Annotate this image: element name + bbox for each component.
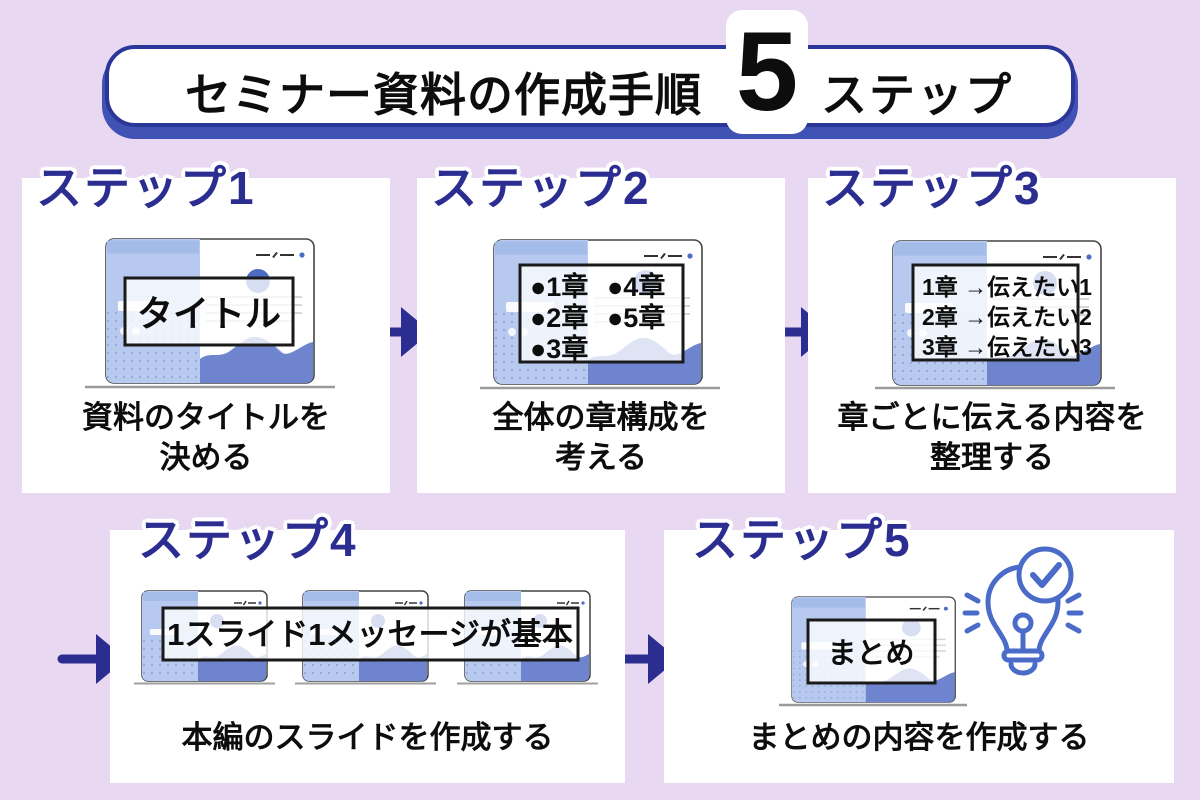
step-card-1: ステップ1 タイトル 資料のタイトルを 決める xyxy=(22,162,390,493)
slide-text-box xyxy=(518,263,685,364)
svg-text:1章 →伝えたい1: 1章 →伝えたい1 xyxy=(922,274,1092,300)
svg-text:●5章: ●5章 xyxy=(607,302,665,333)
svg-text:●4章: ●4章 xyxy=(607,271,665,302)
step-3-label: ステップ3 xyxy=(822,162,1042,214)
step-2-caption: 全体の章構成を 考える xyxy=(492,400,710,476)
step-card-2: ステップ2 ●1章 ●2章 ●3章 ●4章 ●5章 全体の章構成を 考える xyxy=(417,162,785,493)
slide-summary-illustration: まとめ xyxy=(779,546,1084,707)
header-banner: セミナー資料の作成手順 5 ステップ xyxy=(105,10,1075,134)
header-suffix: ステップ xyxy=(821,69,1013,121)
slides-row-illustration: 1スライド1メッセージが基本 xyxy=(133,590,599,685)
slide-mapping-illustration: 1章 →伝えたい1 2章 →伝えたい2 3章 →伝えたい3 xyxy=(875,240,1115,390)
slide-text-box xyxy=(911,263,1080,362)
slide-title-illustration: タイトル xyxy=(85,238,335,389)
step-4-caption: 本編のスライドを作成する xyxy=(181,720,554,755)
step-card-4: ステップ4 1スライド1メッセージが基本 本編のスライドを作成する xyxy=(110,514,625,783)
slide-text: まとめ xyxy=(827,638,914,670)
svg-text:●3章: ●3章 xyxy=(530,333,588,364)
header-title: セミナー資料の作成手順 xyxy=(185,69,702,121)
step-5-label: ステップ5 xyxy=(692,514,912,566)
svg-text:2章 →伝えたい2: 2章 →伝えたい2 xyxy=(922,304,1092,330)
step-card-3: ステップ3 1章 →伝えたい1 2章 →伝えたい2 3章 →伝えたい3 章ごとに… xyxy=(808,162,1176,493)
svg-text:●1章: ●1章 xyxy=(530,271,588,302)
slide-chapters-illustration: ●1章 ●2章 ●3章 ●4章 ●5章 xyxy=(480,239,720,390)
step-1-label: ステップ1 xyxy=(36,162,256,214)
slide-text-box xyxy=(806,618,937,685)
step-4-label: ステップ4 xyxy=(138,514,358,566)
slide-text: 1スライド1メッセージが基本 xyxy=(167,617,573,652)
step-5-caption: まとめの内容を作成する xyxy=(748,720,1090,755)
header-big-number-badge: 5 xyxy=(726,10,808,134)
svg-text:●2章: ●2章 xyxy=(530,302,588,333)
svg-text:3章 →伝えたい3: 3章 →伝えたい3 xyxy=(922,334,1092,360)
step-1-caption: 資料のタイトルを 決める xyxy=(82,400,330,476)
slide-text-box xyxy=(161,606,580,662)
step-2-label: ステップ2 xyxy=(431,162,651,214)
step-card-5: ステップ5 まとめ xyxy=(664,514,1174,783)
lightbulb-check-icon xyxy=(962,546,1084,676)
slide-text-box xyxy=(123,276,295,347)
slide-text: タイトル xyxy=(137,293,281,334)
header-big-number: 5 xyxy=(735,9,799,134)
step-3-caption: 章ごとに伝える内容を 整理する xyxy=(837,400,1147,476)
